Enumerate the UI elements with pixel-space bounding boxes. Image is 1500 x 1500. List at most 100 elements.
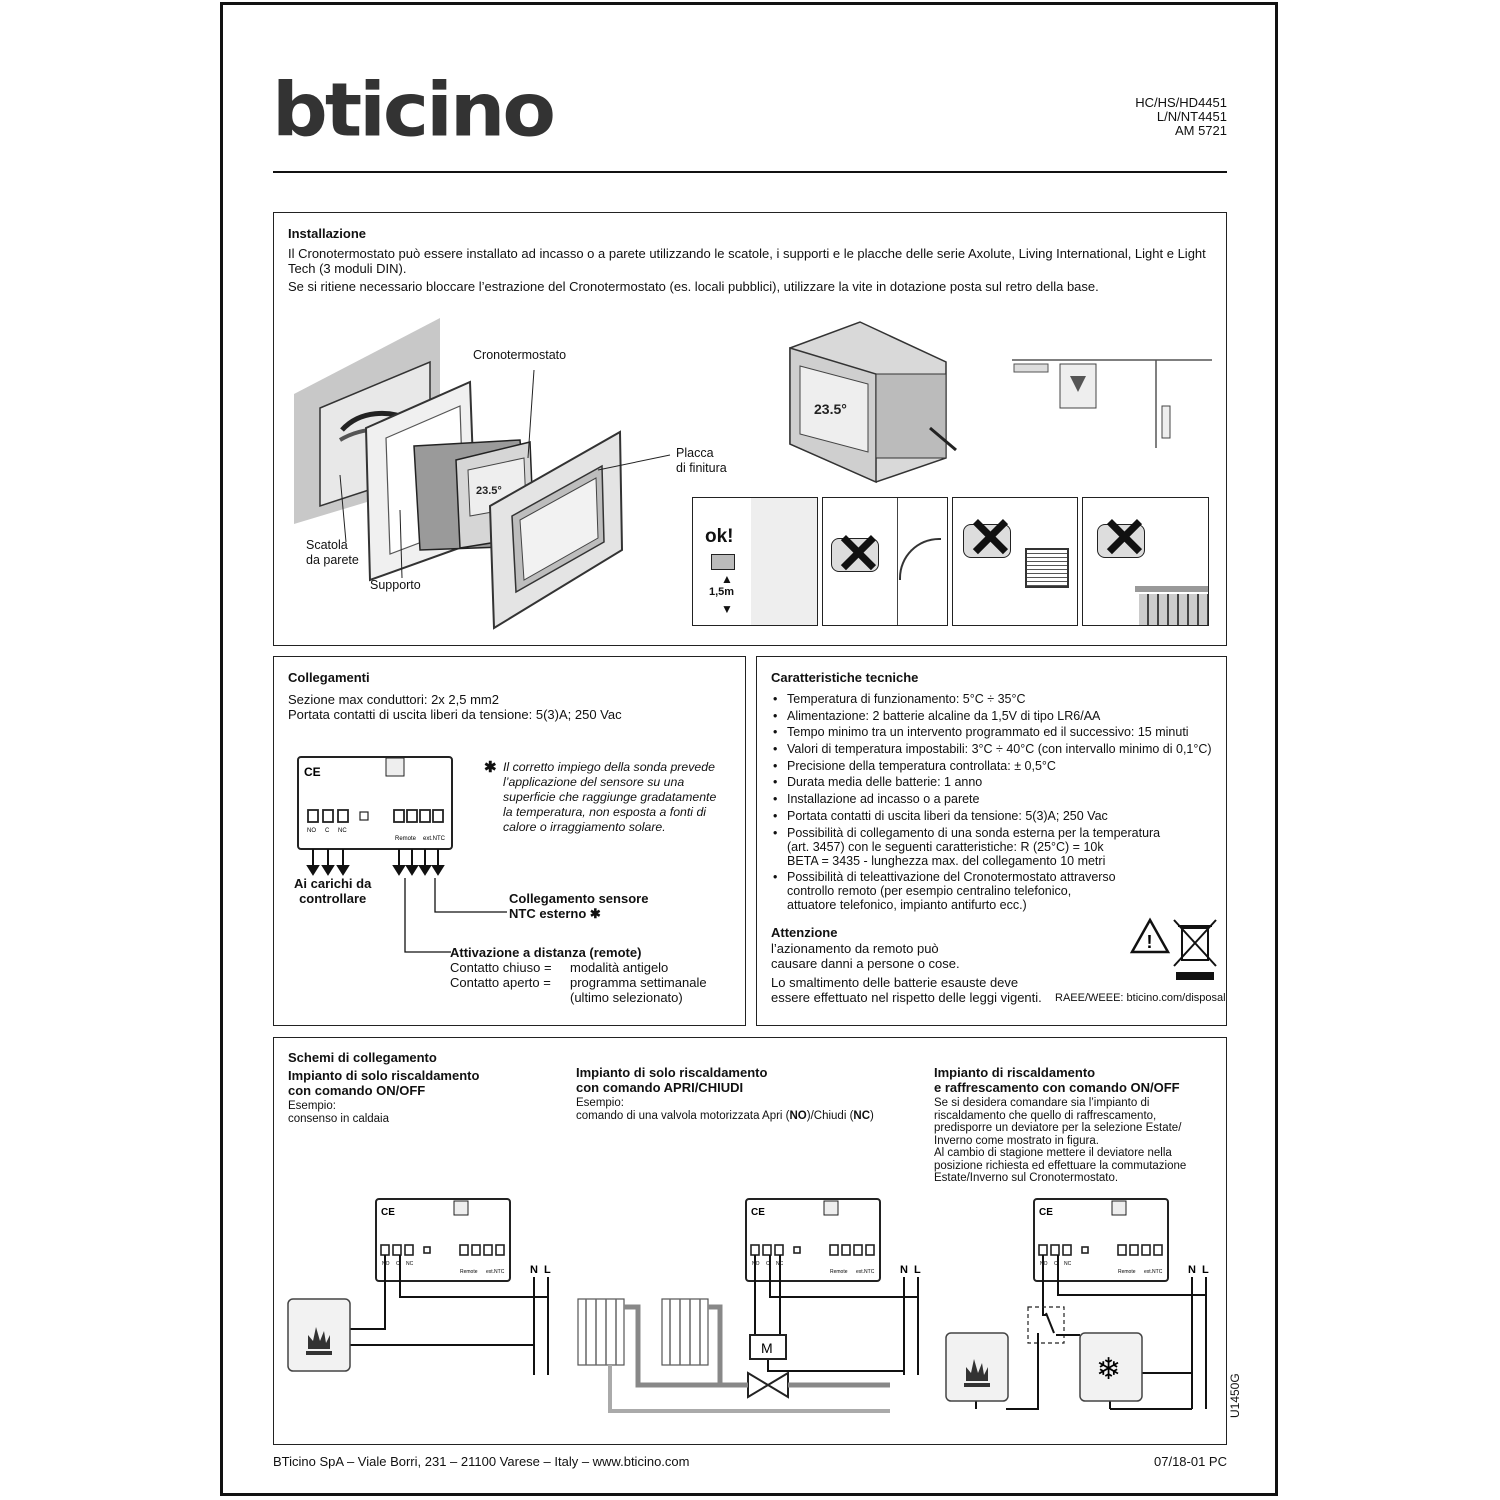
product-codes: HC/HS/HD4451 L/N/NT4451 AM 5721 (1135, 96, 1227, 138)
sonda-note-line: Il corretto impiego della sonda prevede (503, 760, 715, 774)
ce-mark: CE (304, 765, 321, 779)
spec-item: Possibilità di collegamento di una sonda… (773, 826, 1237, 868)
terminal-nc-label: NC (338, 828, 347, 834)
collegamenti-line: Portata contatti di uscita liberi da ten… (288, 707, 622, 722)
terminal-remote-label: Remote (830, 1269, 848, 1275)
motor-label: M (761, 1340, 773, 1356)
contatto-aperto-value: (ultimo selezionato) (570, 990, 683, 1005)
terminal-c-label: C (325, 828, 330, 834)
fan-heater-icon (1025, 548, 1069, 588)
spec-item: Valori di temperatura impostabili: 3°C ÷… (773, 742, 1237, 756)
flame-icon (966, 1359, 988, 1381)
document-page (220, 2, 1278, 1496)
terminal-diagram: CE NO C NC Remote ext.NTC (297, 756, 453, 876)
specs-list: Temperatura di funzionamento: 5°C ÷ 35°C… (771, 692, 1237, 915)
asterisk-icon: ✱ (484, 759, 497, 776)
product-code: L/N/NT4451 (1156, 109, 1227, 124)
carichi-label: Ai carichi da controllare (294, 876, 371, 906)
attenzione-title: Attenzione (771, 925, 838, 940)
battery-icon (823, 1200, 839, 1216)
flame-icon (308, 1327, 330, 1349)
battery-icon (453, 1200, 469, 1216)
no-radiator-pictogram: ✕ (1082, 497, 1209, 626)
schema-title-line: con comando APRI/CHIUDI (576, 1080, 744, 1095)
valve-icon (747, 1371, 770, 1399)
attenzione-line: causare danni a persone o cose. (771, 956, 960, 971)
snowflake-icon: ❄ (1096, 1353, 1121, 1386)
ce-mark: CE (1039, 1207, 1053, 1218)
boiler-icon (287, 1298, 351, 1372)
boiler-icon (945, 1332, 1009, 1402)
schema-description-line: Inverno come mostrato in figura. (934, 1134, 1099, 1147)
label-scatola: Scatola da parete (306, 538, 359, 568)
ok-label: ok! (705, 526, 734, 547)
schema-3-title: Impianto di riscaldamento e raffrescamen… (934, 1065, 1180, 1095)
no-window-pictogram: ✕ (822, 497, 948, 626)
schema-title-line: con comando ON/OFF (288, 1083, 426, 1098)
valve-motor-icon (749, 1334, 787, 1360)
terminal-c-label: C (396, 1261, 400, 1267)
height-label: 1,5m (709, 586, 735, 598)
schema-1-example: Esempio: consenso in caldaia (288, 1100, 389, 1125)
raee-link: RAEE/WEEE: bticino.com/disposal (1055, 992, 1226, 1004)
display-temperature: 23.5° (476, 485, 502, 497)
carichi-label-line: Ai carichi da (294, 876, 372, 891)
spec-item: Precisione della temperatura controllata… (773, 759, 1237, 773)
spec-item: Temperatura di funzionamento: 5°C ÷ 35°C (773, 692, 1237, 706)
schema-description-line: Se si desidera comandare sia l’impianto … (934, 1097, 1150, 1109)
document-code: U1450G (1228, 1373, 1242, 1418)
label-placca: Placca di finitura (676, 446, 727, 476)
sun-icon (899, 538, 941, 580)
smaltimento-line: Lo smaltimento delle batterie esauste de… (771, 975, 1019, 990)
wiring-diagram-apri-chiudi: CE NO C NC Remote ext.NTC N L M (577, 1198, 921, 1413)
spec-item: Portata contatti di uscita liberi da ten… (773, 809, 1237, 823)
wiring-diagram-on-off: CE NO C NC Remote ext.NTC N L (287, 1198, 551, 1375)
schema-example-line: comando di una valvola motorizzata Apri … (576, 1109, 874, 1122)
forbidden-cross-icon: ✕ (835, 522, 882, 585)
contatto-chiuso-key: Contatto chiuso = (450, 960, 552, 975)
spec-item: Possibilità di teleattivazione del Crono… (773, 870, 1237, 912)
sonda-note: Il corretto impiego della sonda prevede … (503, 760, 716, 835)
forbidden-cross-icon: ✕ (967, 506, 1014, 569)
installazione-text-2: Se si ritiene necessario bloccare l’estr… (288, 279, 1099, 294)
installazione-title: Installazione (288, 226, 367, 241)
schema-2-title: Impianto di solo riscaldamento con coman… (576, 1065, 767, 1095)
terminal-remote-label: Remote (395, 836, 417, 842)
line-label: L (544, 1264, 551, 1276)
schema-example-line: Esempio: (288, 1100, 336, 1112)
terminal-nc-label: NC (406, 1261, 414, 1267)
sensore-label: Collegamento sensore NTC esterno ✱ (509, 891, 648, 921)
ce-mark: CE (381, 1207, 395, 1218)
carichi-label-line: controllare (299, 891, 367, 906)
neutral-label: N (530, 1264, 538, 1276)
label-scatola-line: da parete (306, 553, 359, 567)
terminal-ntc-label: ext.NTC (1144, 1269, 1163, 1275)
label-placca-line: Placca (676, 446, 714, 460)
warning-and-weee-icons: ! (1129, 917, 1217, 980)
spec-item: Durata media delle batterie: 1 anno (773, 775, 1237, 789)
sonda-note-line: l’applicazione del sensore su una (503, 775, 685, 789)
schema-title-line: Impianto di solo riscaldamento (576, 1065, 768, 1080)
contatto-aperto-key: Contatto aperto = (450, 975, 551, 990)
collegamenti-title: Collegamenti (288, 670, 370, 685)
schema-2-example: Esempio: comando di una valvola motorizz… (576, 1097, 874, 1122)
neutral-label: N (1188, 1264, 1196, 1276)
schema-description-line: Al cambio di stagione mettere il deviato… (934, 1147, 1172, 1159)
screw-detail-drawing (1012, 359, 1212, 448)
line-label: L (914, 1264, 921, 1276)
forbidden-cross-icon: ✕ (1101, 506, 1148, 569)
battery-icon (1111, 1200, 1127, 1216)
terminal-ntc-label: ext.NTC (856, 1269, 875, 1275)
thermostat-screw-drawing: 23.5° (789, 321, 957, 484)
arrow-down-icon: ▼ (721, 602, 733, 616)
exploded-installation-drawing: 23.5° (294, 318, 671, 630)
installazione-panel (273, 212, 1227, 646)
air-conditioner-icon (1079, 1332, 1143, 1402)
product-code: HC/HS/HD4451 (1135, 95, 1227, 110)
terminal-c-label: C (1054, 1261, 1058, 1267)
bticino-logo: bticino (272, 68, 556, 154)
warning-icon (1129, 917, 1171, 954)
contatto-chiuso-value: modalità antigelo (570, 960, 669, 975)
schemi-panel (273, 1037, 1227, 1445)
header-divider (273, 171, 1227, 173)
